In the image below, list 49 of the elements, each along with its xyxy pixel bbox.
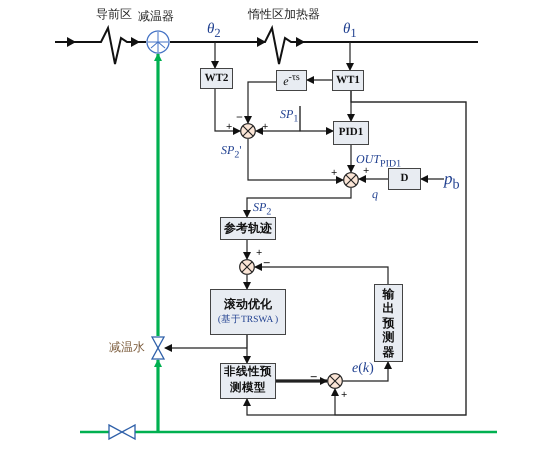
sign-label: +: [331, 168, 338, 179]
process-box: 滚动优化 (基于TRSWA ): [210, 289, 286, 335]
arrow: [420, 175, 444, 183]
delay-box: e$^{-τs}$: [276, 70, 307, 91]
arrow: [214, 89, 241, 135]
arrow: [276, 377, 328, 385]
arrow: [243, 91, 467, 416]
sign-label: +: [262, 122, 268, 133]
sensor-box: WT2: [200, 68, 233, 89]
predictor-box: 输出预测器: [374, 284, 403, 362]
arrow: [347, 145, 355, 173]
arrow: [343, 361, 392, 382]
sign-label: +: [226, 122, 232, 133]
arrow: [211, 42, 219, 69]
arrow: [243, 240, 251, 260]
disturbance-box: D: [388, 168, 421, 190]
sign-label: −: [263, 256, 270, 269]
arrow: [243, 188, 352, 218]
sign-label: −: [310, 370, 318, 383]
arrow: [254, 263, 389, 284]
arrow: [358, 175, 388, 183]
sensor-box: WT1: [332, 70, 364, 91]
signal-label: θ$_{1}$: [343, 22, 357, 40]
arrow: [243, 275, 251, 290]
arrow: [244, 81, 276, 124]
signal-label: q: [372, 188, 378, 200]
water-pipe: [154, 359, 162, 432]
water-pipe: [154, 53, 162, 336]
sign-label: −: [236, 111, 243, 123]
signal-label: p$_{b}$: [444, 170, 460, 192]
signal-label: SP$_{1}$: [280, 108, 298, 124]
controller-box: PID1: [333, 121, 369, 145]
signal-label: SP$_{2}$': [221, 144, 242, 160]
signal-label: SP$_{2}$: [253, 201, 272, 218]
component-label: 减温水: [109, 341, 145, 353]
signal-label: θ$_{2}$: [207, 22, 221, 40]
component-label: 导前区: [96, 8, 132, 20]
signal-label: e(k): [352, 362, 374, 376]
component-label: 惰性区加热器: [248, 8, 320, 20]
arrow: [306, 76, 332, 84]
arrow: [164, 335, 248, 352]
sign-label: +: [341, 390, 348, 401]
sign-label: +: [256, 248, 262, 259]
arrow: [247, 139, 344, 184]
arrow: [346, 42, 354, 71]
component-label: 减温器: [138, 10, 174, 22]
process-box: 参考轨迹: [220, 217, 276, 240]
arrow: [299, 106, 334, 135]
model-box: 非线性预测模型: [220, 363, 276, 399]
